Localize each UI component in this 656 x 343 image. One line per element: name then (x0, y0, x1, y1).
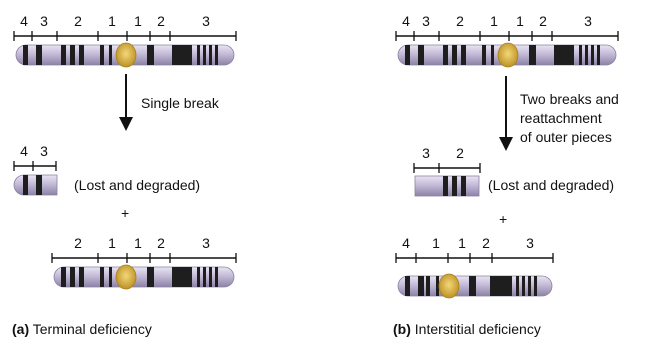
ruler-number: 3 (584, 13, 592, 29)
ruler-b-result: 4 1 1 2 3 (395, 235, 554, 263)
ruler-number: 4 (402, 235, 410, 251)
ruler-number: 2 (74, 235, 82, 251)
chromosome-b-original (397, 42, 617, 68)
ruler-number: 1 (108, 13, 116, 29)
chromosome-b-lost-fragment (414, 175, 480, 197)
caption-b-letter: (b) (393, 321, 411, 337)
ruler-number: 1 (490, 13, 498, 29)
ruler-number: 1 (134, 235, 142, 251)
arrow-label-b-line2: reattachment (520, 110, 602, 126)
panel-a: 4 3 2 1 1 2 3 Single brea (12, 13, 237, 337)
lost-label-b: (Lost and degraded) (488, 177, 614, 193)
arrow-label-a: Single break (141, 95, 220, 111)
chromosome-b-result (397, 273, 553, 299)
chromosome-a-lost-fragment (13, 174, 58, 196)
ruler-number: 4 (402, 13, 410, 29)
ruler-number: 2 (74, 13, 82, 29)
ruler-number: 2 (539, 13, 547, 29)
plus-sign-b: + (499, 211, 507, 227)
ruler-a-top: 4 3 2 1 1 2 3 (13, 13, 237, 41)
ruler-number: 4 (20, 143, 28, 159)
arrow-label-b-line1: Two breaks and (520, 91, 619, 107)
ruler-number: 1 (134, 13, 142, 29)
centromere (497, 42, 519, 68)
caption-b: (b) Interstitial deficiency (393, 321, 541, 337)
lost-label-a: (Lost and degraded) (74, 177, 200, 193)
chromosome-a-result (53, 264, 235, 290)
ruler-number: 1 (516, 13, 524, 29)
caption-a-letter: (a) (12, 321, 29, 337)
ruler-number: 3 (202, 235, 210, 251)
ruler-number: 1 (108, 235, 116, 251)
centromere (115, 42, 137, 68)
ruler-number: 3 (526, 235, 534, 251)
ruler-number: 2 (157, 13, 165, 29)
ruler-number: 2 (157, 235, 165, 251)
ruler-number: 2 (456, 13, 464, 29)
ruler-b-lost: 3 2 (413, 145, 481, 173)
ruler-a-lost: 4 3 (13, 143, 57, 171)
ruler-number: 1 (432, 235, 440, 251)
ruler-a-result: 2 1 1 2 3 (51, 235, 237, 263)
caption-b-text: Interstitial deficiency (415, 321, 541, 337)
centromere (115, 264, 137, 290)
plus-sign-a: + (121, 205, 129, 221)
ruler-number: 3 (40, 13, 48, 29)
ruler-number: 2 (482, 235, 490, 251)
centromere (438, 273, 460, 299)
arrow-label-b-line3: of outer pieces (520, 129, 612, 145)
ruler-number: 3 (202, 13, 210, 29)
ruler-number: 3 (40, 143, 48, 159)
caption-a-text: Terminal deficiency (33, 321, 152, 337)
ruler-b-top: 4 3 2 1 1 2 3 (395, 13, 619, 41)
panel-b: 4 3 2 1 1 2 3 Two breaks and re (393, 13, 619, 337)
ruler-number: 4 (20, 13, 28, 29)
ruler-number: 2 (456, 145, 464, 161)
caption-a: (a) Terminal deficiency (12, 321, 152, 337)
ruler-number: 3 (422, 13, 430, 29)
ruler-number: 3 (422, 145, 430, 161)
ruler-number: 1 (458, 235, 466, 251)
chromosome-a-original (15, 42, 235, 68)
